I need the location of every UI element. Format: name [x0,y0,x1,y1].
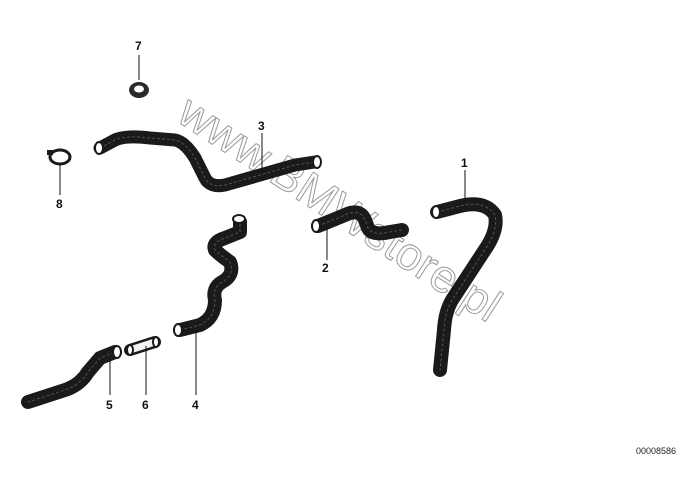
part-2-hose [311,205,409,241]
part-4-hose [173,214,247,337]
part-6-sleeve [124,336,161,356]
part-7-grommet [129,82,149,98]
callout-7: 7 [135,39,142,53]
part-1-hose [430,197,503,377]
callout-4: 4 [192,398,199,412]
callout-6: 6 [142,398,149,412]
callout-3: 3 [258,119,265,133]
callout-1: 1 [461,156,468,170]
callout-2: 2 [322,261,329,275]
callout-5: 5 [106,398,113,412]
part-5-hose [21,345,122,409]
part-3-hose [93,130,322,193]
callout-8: 8 [56,197,63,211]
part-8-clamp [47,148,72,166]
document-number: 00008586 [635,446,676,456]
